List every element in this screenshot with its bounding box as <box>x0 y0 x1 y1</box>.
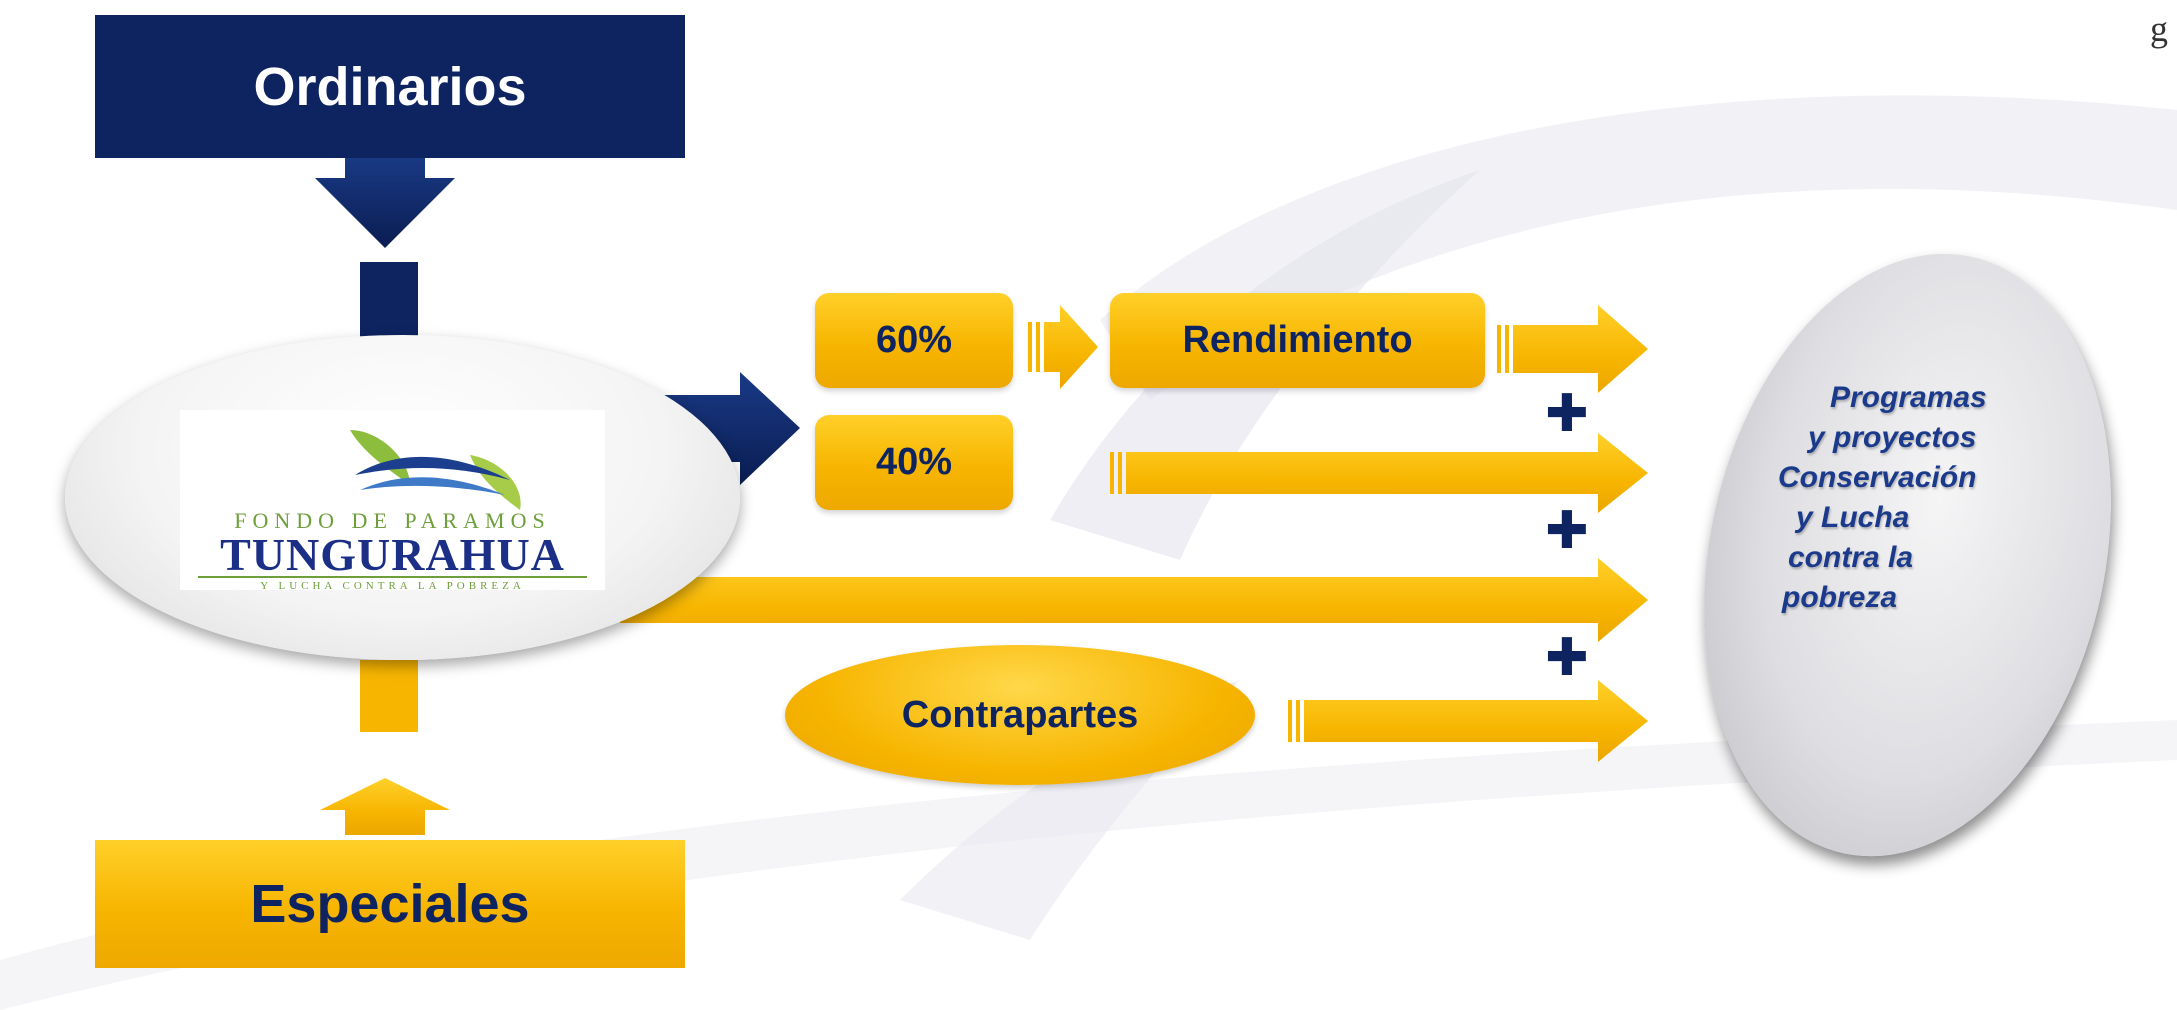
arrow-40-target <box>1110 433 1648 513</box>
logo-line-1: FONDO DE PARAMOS <box>234 508 551 533</box>
forty-percent-box: 40% <box>815 415 1013 510</box>
especiales-label: Especiales <box>250 874 530 934</box>
bg-swoosh-1 <box>1100 95 2177 400</box>
forty-percent-label: 40% <box>875 441 953 483</box>
connector-gold <box>360 660 418 732</box>
plus-icon: ✚ <box>1545 388 1589 440</box>
contrapartes-ellipse: Contrapartes <box>785 645 1255 785</box>
target-line-6: pobreza <box>1782 581 1898 614</box>
target-line-2: y proyectos <box>1808 421 1977 454</box>
logo-line-3: Y LUCHA CONTRA LA POBREZA <box>198 576 587 592</box>
especiales-box: Especiales <box>95 840 685 968</box>
ordinarios-label: Ordinarios <box>253 56 527 117</box>
arrow-rendimiento-target <box>1497 305 1648 393</box>
arrow-up-gold <box>320 778 450 835</box>
plus-icon-glyph: ✚ <box>1545 501 1589 561</box>
arrow-down-navy <box>315 155 455 248</box>
contrapartes-label: Contrapartes <box>901 693 1139 736</box>
target-text: Programas y proyectos Conservación y Luc… <box>1760 378 2060 618</box>
arrow-contrapartes-target <box>1288 680 1648 762</box>
plus-icon-glyph: ✚ <box>1545 384 1589 444</box>
logo-line-2: TUNGURAHUA <box>220 529 565 580</box>
sixty-percent-label: 60% <box>875 319 953 361</box>
connector-navy <box>360 262 418 340</box>
ordinarios-box: Ordinarios <box>95 15 685 158</box>
rendimiento-label: Rendimiento <box>1182 319 1413 361</box>
target-line-4: y Lucha <box>1796 501 1910 534</box>
rendimiento-box: Rendimiento <box>1110 293 1485 388</box>
plus-icon: ✚ <box>1545 505 1589 557</box>
target-line-5: contra la <box>1788 541 1914 574</box>
logo-card: FONDO DE PARAMOS TUNGURAHUA Y LUCHA CONT… <box>180 410 605 592</box>
arrow-60-rendimiento <box>1028 305 1098 389</box>
target-line-3: Conservación <box>1778 461 1977 494</box>
sixty-percent-box: 60% <box>815 293 1013 388</box>
arrow-logo-target <box>620 558 1648 642</box>
corner-fragment: g <box>2150 9 2168 49</box>
plus-icon-glyph: ✚ <box>1545 628 1589 688</box>
plus-icon: ✚ <box>1545 632 1589 684</box>
target-line-1: Programas <box>1830 381 1987 414</box>
logo-wave-icon <box>350 430 521 510</box>
